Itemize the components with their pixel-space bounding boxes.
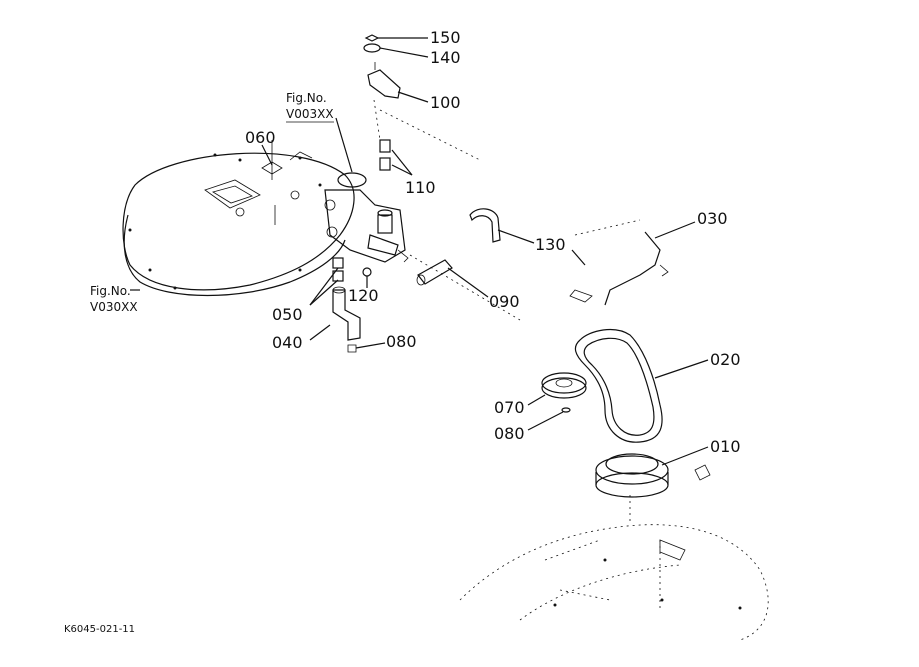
fig-ref-lower-line2: V030XX	[90, 300, 138, 314]
hub-housing	[324, 172, 409, 263]
v-belt-020	[574, 328, 663, 443]
callout-060: 060	[245, 128, 276, 147]
callout-140: 140	[430, 48, 461, 67]
callout-010: 010	[710, 437, 741, 456]
drawing-code: K6045-021-11	[64, 624, 135, 635]
callout-050: 050	[272, 305, 303, 324]
deck-cover-disc	[122, 140, 355, 297]
spout-040	[332, 286, 361, 353]
pulley-070	[541, 372, 587, 413]
bracket-130	[469, 208, 501, 243]
tension-arm-030	[569, 219, 669, 306]
pulley-010	[595, 453, 711, 498]
callout-120: 120	[348, 286, 379, 305]
callout-110: 110	[405, 178, 436, 197]
callout-080-lower: 080	[494, 424, 525, 443]
callout-150: 150	[430, 28, 461, 47]
mower-deck-outline	[459, 524, 769, 641]
callout-030: 030	[697, 209, 728, 228]
leader-lines	[130, 37, 709, 466]
fig-ref-upper-line2: V003XX	[286, 107, 334, 121]
callout-070: 070	[494, 398, 525, 417]
callout-020: 020	[710, 350, 741, 369]
centerline-upper	[379, 109, 481, 161]
washer-120	[362, 267, 372, 277]
callout-080-upper: 080	[386, 332, 417, 351]
callout-130: 130	[535, 235, 566, 254]
bushings-050	[332, 257, 344, 282]
fig-ref-upper-line1: Fig.No.	[286, 91, 327, 105]
pin-090	[416, 259, 453, 286]
callout-100: 100	[430, 93, 461, 112]
callout-090: 090	[489, 292, 520, 311]
top-bolt-stack	[363, 34, 401, 171]
callout-040: 040	[272, 333, 303, 352]
fig-ref-lower-line1: Fig.No.	[90, 284, 131, 298]
